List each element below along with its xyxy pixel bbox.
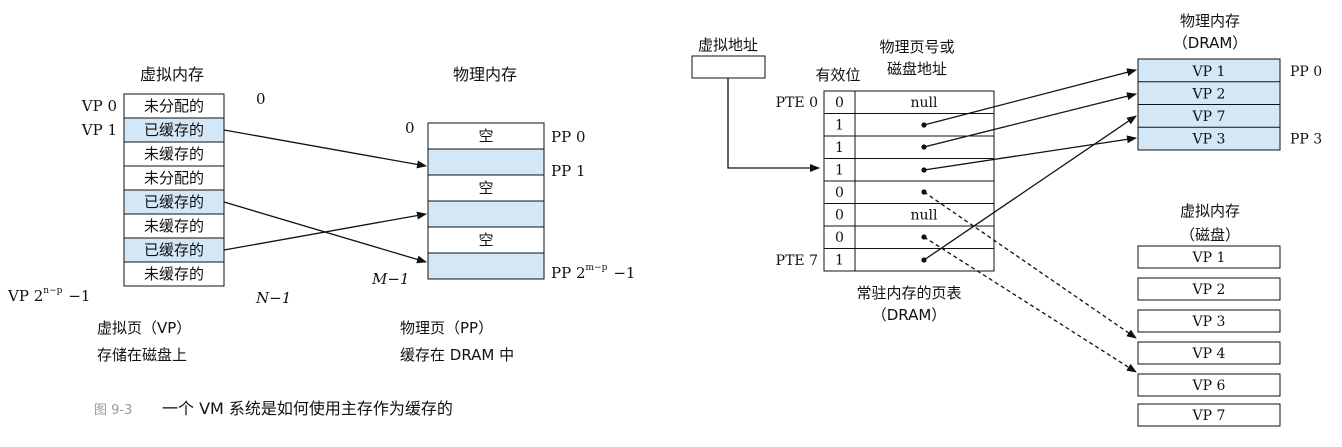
dram-pp3-label: PP 3	[1290, 132, 1322, 148]
disk-cell-box-5	[1137, 403, 1281, 427]
pp-label-0: PP 0	[551, 128, 586, 146]
virtual-address-label: 虚拟地址	[698, 36, 758, 54]
disk-cell-4: VP 6	[1192, 378, 1226, 394]
arrow-vaddr-to-pte3	[727, 78, 820, 172]
vp-index-top: 0	[256, 90, 266, 108]
valid-bit-5: 0	[835, 208, 844, 224]
arrow-pte2-to-dram-vp2	[923, 92, 1137, 148]
pp-cell-text-0: 空	[478, 127, 493, 145]
vp-cell-5	[123, 213, 225, 239]
disk-cell-box-3	[1137, 341, 1281, 365]
virtual-address-box	[691, 55, 766, 79]
physical-page-column: 空 空 空	[427, 122, 545, 280]
vp-label-0: VP 0	[81, 97, 117, 115]
caption-vp-line1: 虚拟页（VP）	[97, 319, 191, 337]
vp-cell-text-5: 未缓存的	[144, 217, 204, 235]
arrow-pte3-to-dram-vp3	[923, 135, 1137, 171]
pp-index-bottom: M−1	[371, 270, 409, 288]
pp-cell-text-2: 空	[478, 179, 493, 197]
pte0-label: PTE 0	[776, 95, 818, 111]
vp-cell-text-2: 未缓存的	[144, 145, 204, 163]
pp-cell-text-4: 空	[478, 231, 493, 249]
vp-cell-7	[123, 261, 225, 287]
valid-bit-header: 有效位	[815, 66, 860, 84]
vp-cell-text-6: 已缓存的	[144, 241, 204, 259]
arrow-vp1-to-pp1	[223, 129, 427, 169]
vp-label-last: VP 2n−p−1	[7, 286, 90, 305]
dram-cell-2: VP 7	[1192, 109, 1226, 125]
figure-caption: 一个 VM 系统是如何使用主存作为缓存的	[162, 399, 453, 418]
valid-bit-6: 0	[835, 230, 844, 246]
arrow-vp6-to-pp3	[223, 211, 427, 251]
disk-cell-box-0	[1137, 245, 1281, 269]
valid-bit-1: 1	[835, 118, 844, 134]
dram-cell-3: VP 3	[1192, 132, 1226, 148]
arrow-pte1-to-dram-vp1	[923, 68, 1137, 126]
disk-cell-1: VP 2	[1192, 282, 1226, 298]
vp-cell-text-1: 已缓存的	[144, 121, 204, 139]
disk-cell-5: VP 7	[1192, 408, 1226, 424]
pp-cell-4	[427, 226, 545, 254]
pp-label-1: PP 1	[551, 162, 586, 180]
vp-cell-text-0: 未分配的	[144, 97, 204, 115]
pp-label-last: PP 2m−p−1	[551, 263, 635, 282]
valid-bit-0: 0	[835, 95, 844, 111]
left-figure: 虚拟内存 物理内存 未分配的 已缓存的 未缓存的 未分配的 已缓存的 未缓存的 …	[7, 65, 635, 418]
caption-pp-line1: 物理页（PP）	[400, 319, 493, 337]
vp-cell-0	[123, 93, 225, 119]
vp-index-bottom: N−1	[255, 289, 291, 307]
disk-cell-box-1	[1137, 277, 1281, 301]
right-figure: 虚拟地址 有效位 物理页号或 磁盘地址 0 1 1 1 0 0 0 1 null	[691, 12, 1322, 427]
arrow-pte4-to-disk-vp4	[923, 191, 1137, 339]
disk-cell-0: VP 1	[1192, 250, 1226, 266]
pp-cell-3	[427, 200, 545, 228]
disk-cell-box-4	[1137, 373, 1281, 397]
disk-cell-box-2	[1137, 309, 1281, 333]
disk-cell-2: VP 3	[1192, 314, 1226, 330]
arrow-pte7-to-dram-vp7	[923, 115, 1137, 261]
pte7-label: PTE 7	[776, 253, 818, 269]
dram-title-line1: 物理内存	[1180, 12, 1240, 30]
disk-blocks: VP 1 VP 2 VP 3 VP 4 VP 6 VP 7	[1137, 245, 1281, 427]
ppn-header-line1: 物理页号或	[879, 38, 954, 56]
ppn-header-line2: 磁盘地址	[887, 60, 947, 78]
dram-title-line2: （DRAM）	[1173, 34, 1248, 52]
figure-number: 图 9-3	[94, 403, 132, 418]
caption-vp-line2: 存储在磁盘上	[97, 346, 187, 364]
dram-pp0-label: PP 0	[1290, 64, 1322, 80]
disk-cell-3: VP 4	[1192, 346, 1226, 362]
disk-title-line2: （磁盘）	[1180, 226, 1240, 244]
caption-pp-line2: 缓存在 DRAM 中	[400, 346, 514, 364]
physical-memory-title: 物理内存	[453, 65, 517, 84]
page-table-caption-line1: 常驻内存的页表	[856, 284, 961, 302]
vp-cell-3	[123, 165, 225, 191]
disk-title-line1: 虚拟内存	[1180, 202, 1240, 220]
vp-cell-text-7: 未缓存的	[144, 265, 204, 283]
pp-index-top: 0	[405, 119, 415, 137]
vp-label-exponent: n−p	[43, 286, 62, 296]
virtual-memory-title: 虚拟内存	[140, 65, 204, 84]
valid-bit-7: 1	[835, 253, 844, 269]
page-table: 0 1 1 1 0 0 0 1 null null	[823, 90, 995, 272]
pp-cell-5	[427, 252, 545, 280]
pte-null-5: null	[911, 208, 939, 224]
valid-bit-2: 1	[835, 140, 844, 156]
valid-bit-4: 0	[835, 185, 844, 201]
dram-cell-0: VP 1	[1192, 64, 1226, 80]
pp-label-exponent: m−p	[586, 263, 608, 273]
vp-cell-text-4: 已缓存的	[144, 193, 204, 211]
vp-cell-text-3: 未分配的	[144, 169, 204, 187]
vp-cell-1	[123, 117, 225, 143]
pp-cell-1	[427, 148, 545, 176]
vp-label-1: VP 1	[81, 121, 117, 139]
page-table-caption-line2: （DRAM）	[872, 306, 947, 324]
dram-cell-1: VP 2	[1192, 87, 1226, 103]
virtual-page-column: 未分配的 已缓存的 未缓存的 未分配的 已缓存的 未缓存的 已缓存的 未缓存的	[123, 93, 225, 287]
pp-cell-2	[427, 174, 545, 202]
pte-null-0: null	[911, 95, 939, 111]
valid-bit-3: 1	[835, 163, 844, 179]
arrow-pte6-to-disk-vp6	[923, 236, 1137, 373]
dram-blocks: VP 1 VP 2 VP 7 VP 3	[1137, 58, 1281, 151]
